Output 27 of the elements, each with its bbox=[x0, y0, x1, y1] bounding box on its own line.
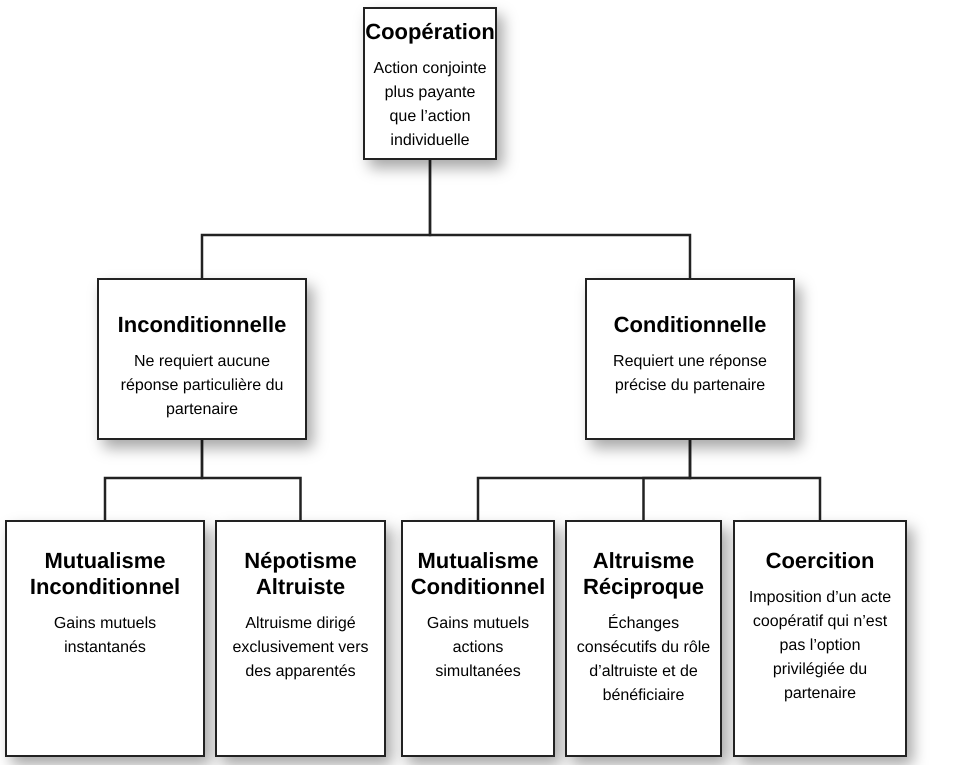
concept-box bbox=[97, 278, 307, 440]
concept-box bbox=[401, 520, 555, 757]
connector-line bbox=[688, 440, 822, 520]
box-title: Mutualisme Conditionnel bbox=[410, 548, 546, 600]
box-title: Altruisme Réciproque bbox=[582, 548, 706, 600]
box-description: Gains mutuels instantanés bbox=[52, 614, 158, 658]
concept-box bbox=[733, 520, 907, 757]
box-description: Ne requiert aucune réponse particulière du partenaire bbox=[120, 352, 284, 420]
concept-box bbox=[215, 520, 386, 757]
box-description: Échanges consécutifs du rôle d’altruiste et de bénéficiaire bbox=[576, 613, 712, 706]
concept-box bbox=[363, 7, 497, 160]
connector-line bbox=[428, 160, 692, 278]
box-description: Action conjointe plus payante que l’action individuelle bbox=[373, 59, 487, 151]
box-title: Inconditionnelle bbox=[118, 312, 286, 338]
box-title: Coopération bbox=[365, 19, 495, 45]
box-title: Mutualisme Inconditionnel bbox=[28, 548, 182, 600]
connector-line bbox=[200, 440, 302, 520]
box-description: Altruisme dirigé exclusivement vers des apparentés bbox=[231, 614, 370, 682]
box-title: Coercition bbox=[766, 548, 874, 574]
concept-box bbox=[565, 520, 722, 757]
box-description: Imposition d’un acte coopératif qui n’est pas l’option privilégiée du partenaire bbox=[748, 588, 892, 704]
box-title: Népotisme Altruiste bbox=[243, 548, 358, 600]
box-title: Conditionnelle bbox=[614, 312, 766, 338]
concept-box bbox=[5, 520, 205, 757]
box-description: Gains mutuels actions simultanées bbox=[426, 614, 530, 682]
concept-box bbox=[585, 278, 795, 440]
box-description: Requiert une réponse précise du partenaire bbox=[612, 352, 768, 396]
